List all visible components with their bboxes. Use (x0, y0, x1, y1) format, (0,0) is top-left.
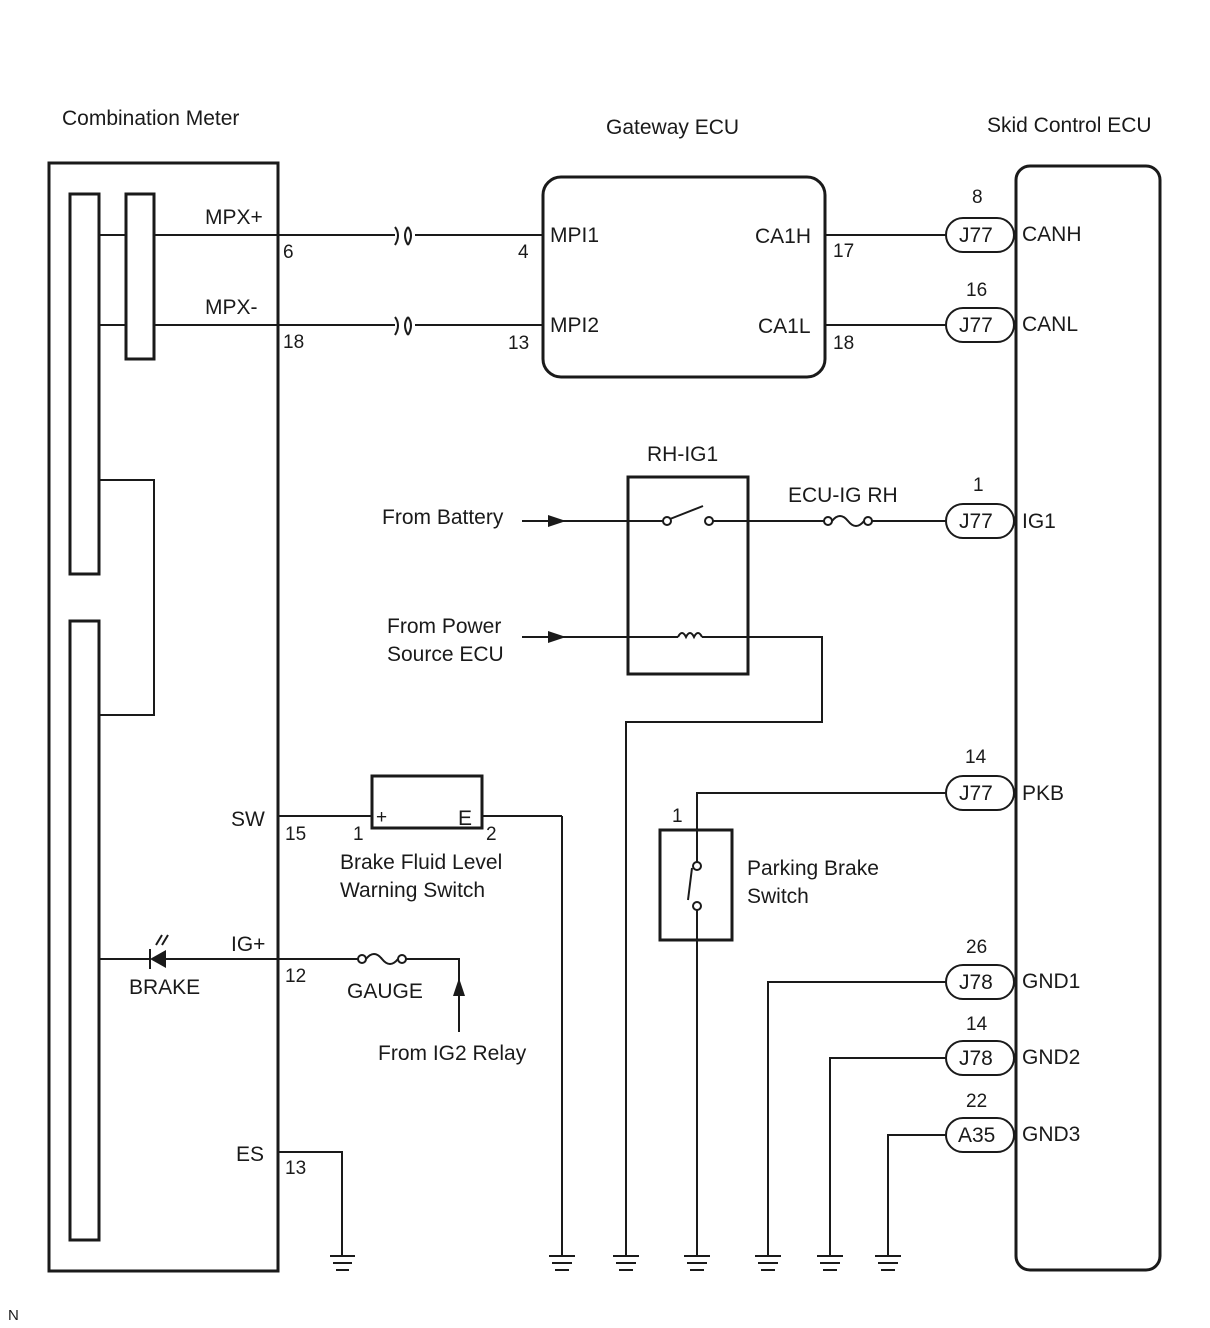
mpi2-label: MPI2 (550, 314, 599, 337)
connector-gnd3: 22 A35 GND3 (945, 1091, 1080, 1153)
relay-label: RH-IG1 (647, 443, 718, 466)
svg-text:GND2: GND2 (1022, 1046, 1080, 1069)
parking-switch-pin: 1 (672, 806, 683, 827)
ground-icon (875, 1255, 901, 1271)
mpi2-pin: 13 (508, 333, 529, 354)
ground-icon (330, 1255, 355, 1271)
mpx-minus-label: MPX- (205, 296, 258, 319)
svg-text:J77: J77 (959, 224, 993, 247)
svg-text:14: 14 (965, 747, 987, 768)
svg-text:J77: J77 (959, 314, 993, 337)
from-battery-label: From Battery (382, 506, 504, 529)
es-ground-wire (278, 1151, 343, 1255)
ground-icon (684, 1255, 710, 1271)
svg-text:26: 26 (966, 937, 987, 958)
battery-wire (522, 505, 824, 527)
mpx-minus-wire (154, 316, 543, 336)
svg-text:J78: J78 (959, 971, 993, 994)
gnd3-wire (887, 1134, 947, 1255)
gnd1-wire (767, 981, 947, 1255)
mpx-plus-pin: 6 (283, 242, 294, 263)
connector-gnd2: 14 J78 GND2 (945, 1014, 1080, 1076)
gateway-ecu-box (541, 175, 827, 379)
mpi1-label: MPI1 (550, 224, 599, 247)
svg-text:A35: A35 (958, 1124, 995, 1147)
svg-text:GND3: GND3 (1022, 1123, 1080, 1146)
svg-text:22: 22 (966, 1091, 987, 1112)
from-power-line1: From Power (387, 615, 501, 638)
brake-switch-label-2: Warning Switch (340, 879, 485, 902)
ground-icon (755, 1255, 781, 1271)
brake-switch-pin2: 2 (486, 824, 497, 845)
brake-lamp-label: BRAKE (129, 976, 200, 999)
svg-text:J77: J77 (959, 510, 993, 533)
svg-text:PKB: PKB (1022, 782, 1064, 805)
brake-switch-plus: + (376, 807, 387, 828)
brake-switch-pin1: 1 (353, 824, 364, 845)
brake-switch-label-1: Brake Fluid Level (340, 851, 502, 874)
skid-control-ecu-title: Skid Control ECU (987, 114, 1152, 137)
mpx-minus-pin: 18 (283, 332, 304, 353)
svg-text:GND1: GND1 (1022, 970, 1080, 993)
svg-text:J77: J77 (959, 782, 993, 805)
es-pin: 13 (285, 1158, 306, 1179)
ca1h-pin: 17 (833, 241, 854, 262)
ca1l-pin: 18 (833, 333, 854, 354)
mpx-plus-wire (154, 226, 543, 246)
svg-text:CANH: CANH (1022, 223, 1082, 246)
brake-switch-e: E (458, 807, 472, 830)
combination-meter (47, 161, 280, 1273)
gateway-ecu-title: Gateway ECU (606, 116, 739, 139)
svg-text:J78: J78 (959, 1047, 993, 1070)
brake-fluid-switch (278, 774, 563, 1255)
parking-brake-label-2: Switch (747, 885, 809, 908)
ca1h-label: CA1H (755, 225, 811, 248)
mpi1-pin: 4 (518, 242, 529, 263)
fuse-gauge (278, 953, 465, 1032)
connector-pkb: 14 J77 PKB (945, 747, 1064, 811)
connector-canh: 8 J77 CANH (945, 187, 1082, 253)
from-ig2-relay-label: From IG2 Relay (378, 1042, 527, 1065)
svg-text:CANL: CANL (1022, 313, 1078, 336)
ground-icon (613, 1255, 639, 1271)
parking-brake-label-1: Parking Brake (747, 857, 879, 880)
svg-text:1: 1 (973, 475, 984, 496)
ground-icon (549, 1255, 575, 1271)
skid-control-ecu-box (1014, 164, 1162, 1272)
combination-meter-title: Combination Meter (62, 107, 239, 130)
fuse-ecu-ig (823, 515, 947, 527)
relay-rh-ig1 (626, 475, 750, 676)
svg-text:8: 8 (972, 187, 983, 208)
mpx-plus-label: MPX+ (205, 206, 263, 229)
footer-mark: N (8, 1307, 19, 1324)
ig-plus-label: IG+ (231, 933, 265, 956)
from-power-line2: Source ECU (387, 643, 504, 666)
svg-text:14: 14 (966, 1014, 988, 1035)
svg-text:IG1: IG1 (1022, 510, 1056, 533)
connector-canl: 16 J77 CANL (945, 280, 1078, 343)
fuse-ecu-ig-label: ECU-IG RH (788, 484, 898, 507)
svg-text:16: 16 (966, 280, 987, 301)
gnd2-wire (829, 1057, 947, 1255)
connector-ig1: 1 J77 IG1 (945, 475, 1056, 539)
fuse-gauge-label: GAUGE (347, 980, 423, 1003)
sw-pin: 15 (285, 824, 306, 845)
es-label: ES (236, 1143, 264, 1166)
brake-lamp-led-icon (99, 934, 278, 969)
ground-icon (817, 1255, 843, 1271)
power-source-wire (522, 631, 823, 1255)
sw-label: SW (231, 808, 265, 831)
ca1l-label: CA1L (758, 315, 811, 338)
parking-brake-switch (658, 792, 947, 1255)
ig-plus-pin: 12 (285, 966, 306, 987)
connector-gnd1: 26 J78 GND1 (945, 937, 1080, 1000)
